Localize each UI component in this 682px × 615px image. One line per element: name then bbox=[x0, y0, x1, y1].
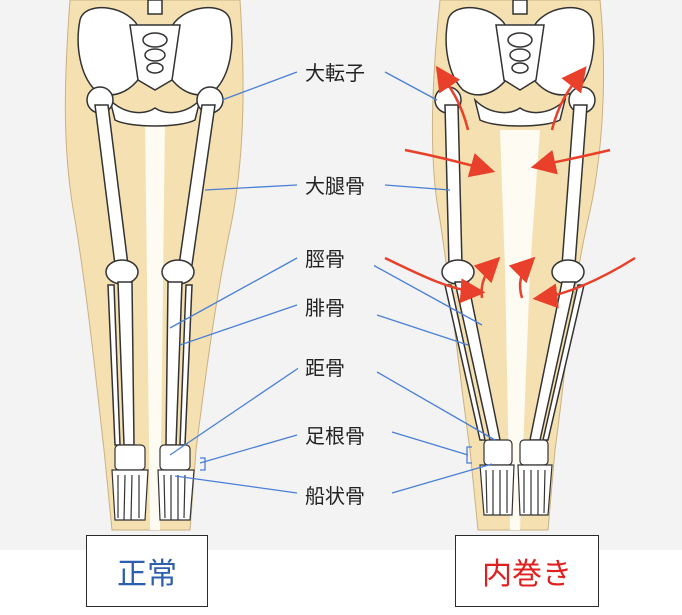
caption-normal: 正常 bbox=[117, 557, 177, 592]
inward-shin-bones bbox=[444, 281, 585, 441]
label-fibula: 腓骨 bbox=[305, 296, 345, 320]
normal-femur bbox=[86, 86, 224, 285]
inward-feet bbox=[479, 439, 553, 516]
inward-femur bbox=[434, 86, 596, 285]
leg-skeleton-diagram: 大転子 大腿骨 脛骨 腓骨 距骨 足根骨 船状骨 bbox=[0, 0, 682, 550]
leader-lines bbox=[169, 71, 496, 494]
caption-normal-box: 正常 bbox=[86, 535, 208, 607]
label-femur: 大腿骨 bbox=[305, 174, 365, 198]
rotation-arrow-hip-right bbox=[550, 66, 587, 131]
caption-inward: 内巻き bbox=[482, 557, 572, 592]
normal-pelvis bbox=[77, 0, 233, 127]
label-tarsal: 足根骨 bbox=[305, 424, 365, 448]
inward-leg-gap bbox=[500, 130, 540, 530]
rotation-arrow-knee-inner-left bbox=[473, 256, 501, 299]
normal-feet bbox=[111, 444, 195, 521]
label-navicular: 船状骨 bbox=[305, 484, 365, 508]
label-talus: 距骨 bbox=[305, 356, 345, 380]
rotation-arrow-thigh-left bbox=[404, 148, 496, 178]
rotation-arrow-thigh-right bbox=[530, 148, 611, 175]
rotation-arrows bbox=[384, 65, 636, 309]
inward-legs bbox=[384, 0, 636, 531]
caption-inward-box: 内巻き bbox=[455, 535, 599, 607]
normal-leg-gap bbox=[145, 120, 165, 530]
normal-legs bbox=[64, 0, 244, 531]
label-greater-trochanter: 大転子 bbox=[305, 61, 365, 85]
rotation-arrow-hip-left bbox=[435, 65, 470, 131]
label-tibia: 脛骨 bbox=[305, 247, 345, 271]
inward-pelvis bbox=[445, 0, 595, 127]
rotation-arrow-knee-right bbox=[532, 256, 636, 309]
rotation-arrow-knee-inner-right bbox=[508, 256, 536, 299]
bone-labels: 大転子 大腿骨 脛骨 腓骨 距骨 足根骨 船状骨 bbox=[298, 55, 392, 512]
rotation-arrow-knee-left bbox=[384, 256, 486, 304]
